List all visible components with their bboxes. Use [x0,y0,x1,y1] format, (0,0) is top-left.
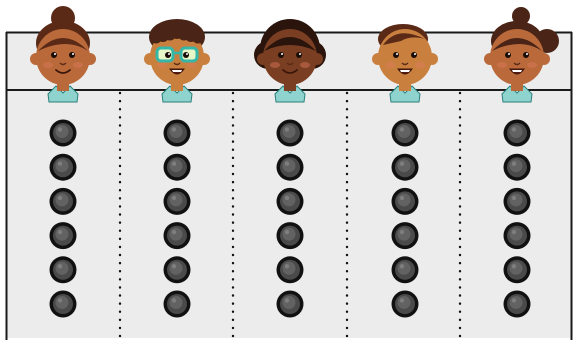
eye [523,52,529,58]
counter [164,120,191,147]
eye [165,52,171,58]
counter [392,291,419,318]
eye [393,52,399,58]
counter [50,291,77,318]
counter [164,291,191,318]
counter [392,120,419,147]
counter [504,256,531,283]
counter [50,222,77,249]
head [490,29,544,85]
counter [50,256,77,283]
counter [504,120,531,147]
counter [392,256,419,283]
counter [392,222,419,249]
counter [504,291,531,318]
eye [51,52,57,58]
counter [164,188,191,215]
counter [277,154,304,181]
counter [392,188,419,215]
counter [504,188,531,215]
counter [504,222,531,249]
counter [277,120,304,147]
eye [278,52,284,58]
counter [277,188,304,215]
counter [50,120,77,147]
counter [504,154,531,181]
head [36,29,90,85]
counter [277,222,304,249]
counter [164,154,191,181]
eye [69,52,75,58]
counter [164,256,191,283]
counter [392,154,419,181]
eye [505,52,511,58]
counter [277,291,304,318]
eye [411,52,417,58]
counter [277,256,304,283]
counter [50,188,77,215]
counter [50,154,77,181]
eye [183,52,189,58]
counter [164,222,191,249]
eye [296,52,302,58]
